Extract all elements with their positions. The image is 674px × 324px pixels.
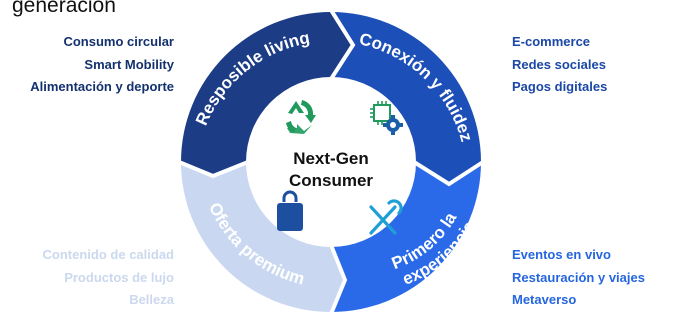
list-item: Alimentación y deporte [30, 79, 174, 94]
center-title-line1: Next-Gen [293, 149, 369, 168]
segment-conexion-fluidez [331, 12, 481, 183]
list-item: Metaverso [512, 292, 577, 307]
conexion-fluidez-list: E-commerce Redes sociales Pagos digitale… [512, 31, 607, 99]
list-item: Redes sociales [512, 56, 606, 72]
center-title-line2: Consumer [289, 171, 373, 190]
oferta-premium-list: Contenido de calidad Productos de lujo B… [43, 244, 174, 312]
recycle-icon [286, 100, 316, 134]
list-item: Belleza [129, 292, 174, 307]
responsible-living-list: Consumo circular Smart Mobility Alimenta… [30, 31, 174, 99]
list-item: Contenido de calidad [42, 247, 174, 262]
list-item: Eventos en vivo [512, 247, 611, 262]
list-item: Productos de lujo [64, 269, 174, 285]
segment-responsible-living [181, 12, 352, 175]
primero-experiencia-list: Eventos en vivo Restauración y viajes Me… [512, 244, 645, 312]
fork-knife-icon [369, 199, 403, 235]
list-item: Pagos digitales [512, 79, 608, 94]
list-item: Smart Mobility [84, 56, 174, 72]
chip-gear-icon [370, 101, 403, 135]
shopping-bag-icon [277, 190, 303, 231]
segment-primero-experiencia [331, 162, 481, 312]
list-item: Consumo circular [63, 34, 174, 49]
diagram-title: generación [12, 0, 116, 17]
list-item: Restauración y viajes [512, 269, 645, 285]
segment-oferta-premium [181, 162, 344, 312]
list-item: E-commerce [512, 34, 591, 49]
